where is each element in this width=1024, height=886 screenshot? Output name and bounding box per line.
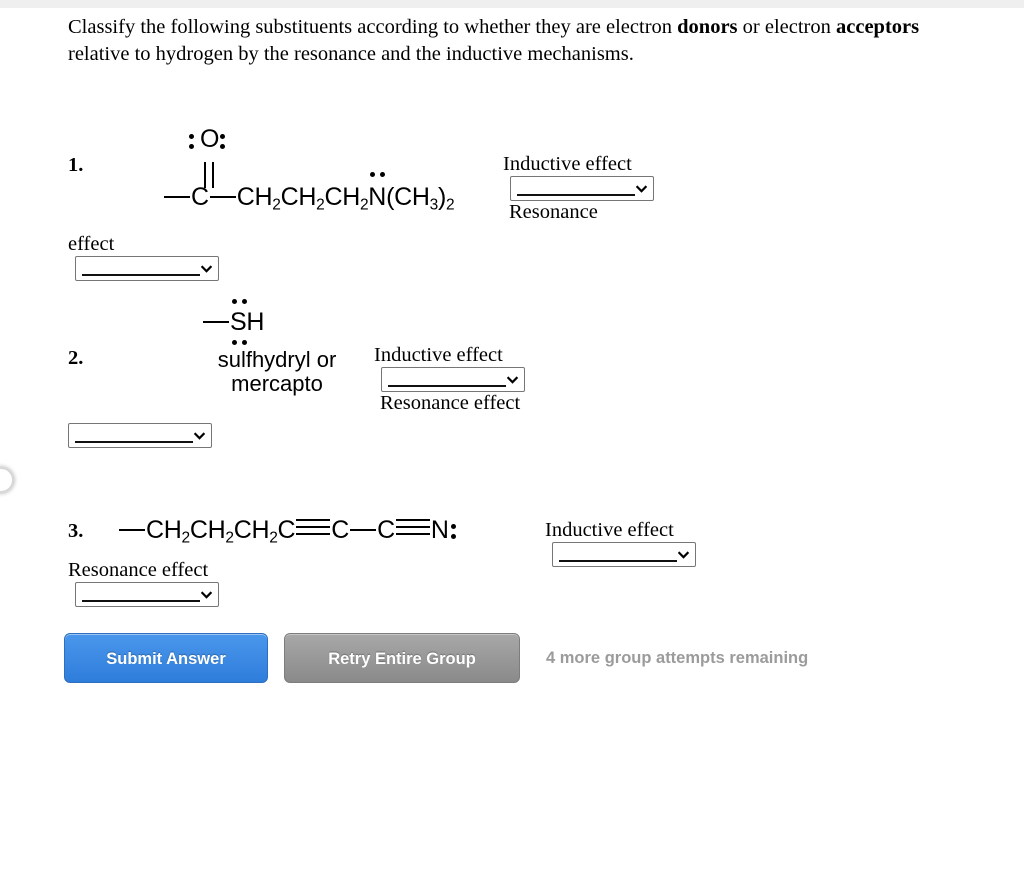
hydrogen-atom-label: H [246, 308, 265, 336]
sulfhydryl-group: SH [152, 299, 402, 348]
question-3-controls-left: Resonance effect [68, 559, 219, 607]
question-2-controls-left [68, 423, 212, 448]
bond-left [119, 529, 145, 533]
submit-answer-button[interactable]: Submit Answer [64, 633, 268, 683]
question-3-inductive-select[interactable] [552, 542, 696, 567]
question-2-inductive-label: Inductive effect [374, 344, 503, 366]
action-button-row: Submit Answer Retry Entire Group 4 more gr… [64, 633, 808, 683]
question-3-inductive-label: Inductive effect [545, 519, 674, 541]
nitrogen-group: N [368, 172, 387, 212]
select-placeholder-line [75, 441, 193, 443]
oxygen-lone-pair-dot [189, 144, 194, 149]
select-placeholder-line [388, 385, 506, 387]
chevron-down-icon [678, 549, 689, 560]
nitrogen-lone-pair-dot [450, 524, 456, 529]
select-placeholder-line [82, 274, 200, 276]
carbonyl-carbon-label: C [191, 183, 209, 211]
select-placeholder-line [559, 560, 677, 562]
question-2-name-line-2: mercapto [231, 371, 323, 396]
nitrogen-lone-pair-dot [370, 172, 376, 177]
sh-formula: SH [202, 299, 265, 345]
attempts-remaining-text: 4 more group attempts remaining [546, 649, 809, 667]
question-2-resonance-select[interactable] [68, 423, 212, 448]
bond-middle [350, 529, 377, 533]
oxygen-atom-label: O [200, 125, 220, 153]
oxygen-lone-pair-dot [220, 144, 225, 149]
chevron-down-icon [507, 374, 518, 385]
question-1-number: 1. [68, 154, 84, 176]
bond-right [209, 196, 236, 200]
page-title: Classify the following substituents acco… [68, 14, 938, 68]
triple-bond [395, 519, 430, 538]
question-3-number: 3. [68, 520, 84, 542]
prompt-bold-donors: donors [677, 16, 738, 38]
question-1-resonance-label: Resonance [509, 201, 598, 223]
chevron-down-icon [201, 589, 212, 600]
sulfur-lone-pair-dot [232, 299, 237, 304]
question-2-number: 2. [68, 347, 84, 369]
select-placeholder-line [82, 600, 200, 602]
chevron-down-icon [194, 430, 205, 441]
question-2-structure: SH sulfhydryl or mercapto [152, 299, 402, 396]
nitrogen-atom-label: N [368, 183, 387, 211]
alkyl-chain-label: CH2CH2CH2C [146, 516, 296, 547]
question-1-controls-left: effect [68, 233, 219, 281]
sulfur-lone-pair-dot [242, 299, 247, 304]
oxygen-group: O [180, 125, 240, 162]
question-1-inductive-select[interactable] [510, 176, 654, 201]
question-1-controls-right: Inductive effect Resonance [503, 153, 654, 224]
alkyne-carbon-label: C [331, 516, 350, 544]
question-3-resonance-label: Resonance effect [68, 559, 209, 581]
question-1-resonance-select[interactable] [75, 256, 219, 281]
nitrogen-lone-pair-dot [450, 534, 456, 539]
question-2-resonance-label: Resonance effect [380, 392, 521, 414]
question-3-controls-right: Inductive effect [545, 519, 696, 567]
question-1-effect-label: effect [68, 233, 115, 255]
chevron-down-icon [201, 263, 212, 274]
double-bond [204, 162, 215, 188]
prompt-bold-acceptors: acceptors [836, 16, 920, 38]
nitrogen-atom-label: N [430, 516, 449, 544]
top-gray-band [0, 0, 1024, 8]
sulfur-lone-pair-dot [232, 340, 237, 345]
sulfur-group: S [230, 299, 247, 345]
triple-bond [296, 519, 331, 538]
left-edge-handle[interactable] [0, 467, 14, 493]
sulfur-atom-label: S [230, 308, 247, 336]
alkyl-chain-label: CH2CH2CH2 [236, 183, 369, 214]
select-placeholder-line [517, 194, 635, 196]
chevron-down-icon [636, 183, 647, 194]
oxygen-lone-pair-dot [220, 134, 225, 139]
sulfur-lone-pair-dot [242, 340, 247, 345]
question-1-inductive-label: Inductive effect [503, 153, 632, 175]
question-2-controls-right: Inductive effect Resonance effect [374, 344, 525, 415]
prompt-part-1: Classify the following substituents acco… [68, 16, 678, 38]
bond-left [203, 321, 229, 325]
question-2-name-line-1: sulfhydryl or [217, 347, 337, 372]
nitrile-carbon-label: C [377, 516, 395, 544]
dimethyl-label: (CH3)2 [386, 183, 455, 214]
prompt-part-2: or electron [737, 16, 837, 38]
prompt-part-3: relative to hydrogen by the resonance an… [68, 43, 634, 65]
oxygen-lone-pair-dot [189, 134, 194, 139]
retry-entire-group-button[interactable]: Retry Entire Group [284, 633, 520, 683]
question-3-resonance-select[interactable] [75, 582, 219, 607]
question-2-inductive-select[interactable] [381, 367, 525, 392]
nitrogen-lone-pair-dot [380, 172, 386, 177]
bond-left [164, 196, 190, 200]
